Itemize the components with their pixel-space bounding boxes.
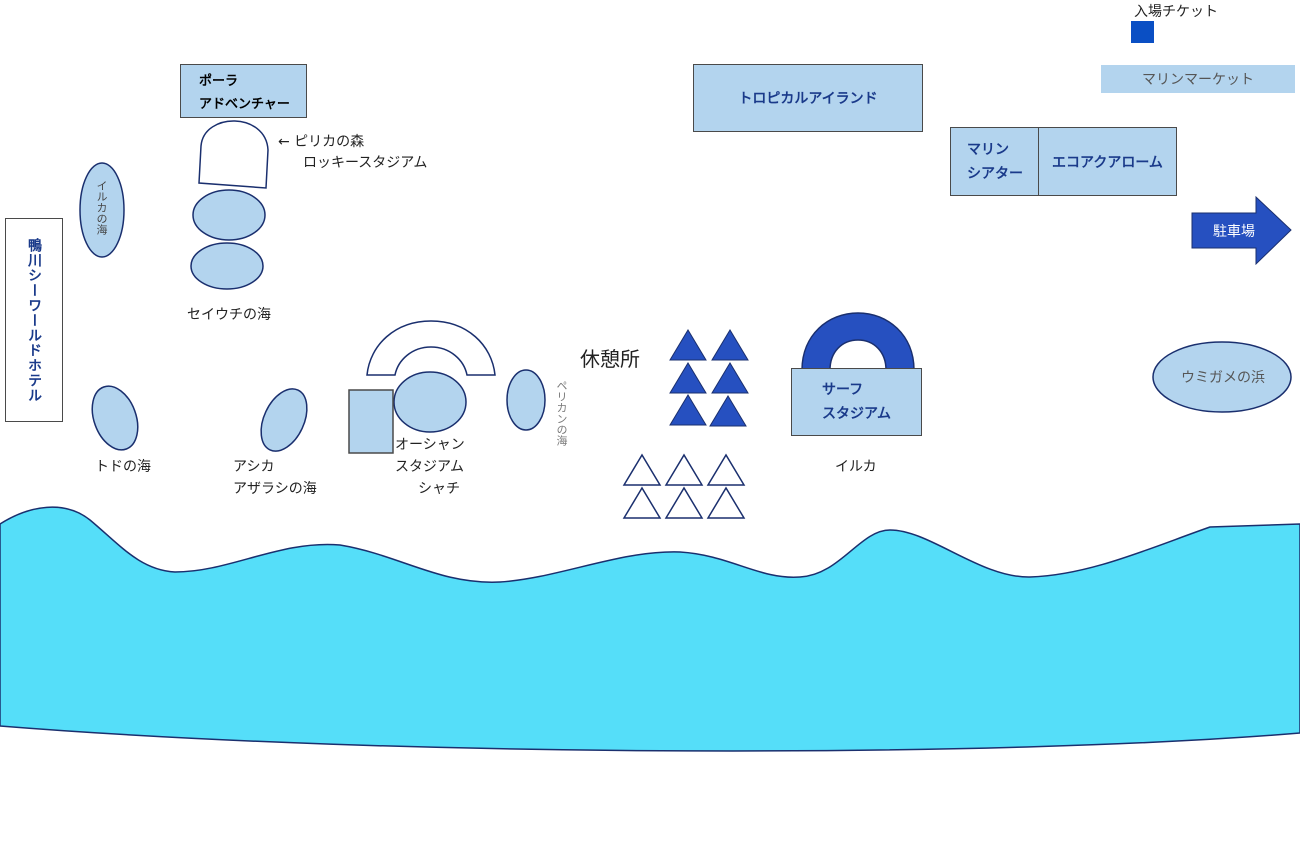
polar-label-line2: アドベンチャー	[199, 97, 290, 112]
iruka-label: イルカ	[835, 459, 877, 475]
ocean-stadium-pool[interactable]	[393, 371, 467, 433]
seat-triangle	[664, 486, 704, 519]
hotel-building[interactable]: 鴨川シーワールドホテル	[5, 218, 63, 422]
iruka-sea-pool[interactable]	[79, 162, 125, 258]
seiuchi-pool-1[interactable]	[192, 189, 266, 241]
eco-aquarome-label: エコアクアローム	[1052, 154, 1163, 171]
marine-theater-line1: マリン	[967, 142, 1009, 158]
rest-area-filled-seats	[669, 329, 749, 427]
polar-adventure-building[interactable]: ポーラ アドベンチャー	[180, 64, 307, 118]
seat-triangle	[711, 329, 749, 361]
surf-stadium-building[interactable]: サーフ スタジアム	[791, 368, 922, 436]
ocean-stadium-label-line2: スタジアム	[395, 459, 465, 475]
shachi-label: シャチ	[418, 481, 460, 497]
surf-stadium-stands[interactable]	[801, 312, 915, 371]
seat-triangle	[669, 394, 707, 426]
polar-label-line1: ポーラ	[199, 74, 239, 89]
parking-label: 駐車場	[1213, 224, 1255, 240]
rocky-stadium-label: ロッキースタジアム	[303, 155, 428, 171]
todo-sea-pool[interactable]	[84, 380, 146, 456]
todo-sea-label: トドの海	[95, 459, 151, 475]
ashika-pool[interactable]	[252, 382, 316, 459]
marine-market-building[interactable]: マリンマーケット	[1101, 65, 1295, 93]
surf-label-line2: スタジアム	[822, 406, 892, 422]
rocky-stadium-shape[interactable]	[198, 120, 269, 189]
seat-triangle	[711, 362, 749, 394]
seiuchi-pool-2[interactable]	[190, 242, 264, 290]
entrance-label: 入場チケット	[1134, 4, 1218, 20]
azarashi-sea-label: アザラシの海	[233, 481, 317, 497]
ocean-stadium-label-line1: オーシャン	[395, 437, 465, 453]
entrance-ticket-marker[interactable]	[1131, 21, 1154, 43]
seat-triangle	[622, 453, 662, 486]
seiuchi-sea-label: セイウチの海	[187, 307, 271, 323]
seat-triangle	[622, 486, 662, 519]
seat-triangle	[664, 453, 704, 486]
eco-aquarome-building[interactable]: エコアクアローム	[1038, 127, 1177, 196]
pelican-sea-label: ペリカンの海	[555, 380, 568, 446]
tropical-island-label: トロピカルアイランド	[738, 91, 878, 107]
seat-triangle	[709, 395, 747, 427]
seat-triangle	[706, 486, 746, 519]
shachi-tank[interactable]	[348, 389, 394, 454]
umigame-beach[interactable]	[1152, 341, 1292, 413]
marine-market-label: マリンマーケット	[1142, 72, 1254, 88]
rest-area-label: 休憩所	[580, 347, 640, 371]
hotel-label: 鴨川シーワールドホテル	[26, 237, 42, 403]
pelican-sea-pool[interactable]	[506, 369, 546, 431]
ashika-label: アシカ	[233, 459, 275, 475]
seat-triangle	[669, 329, 707, 361]
surf-label-line1: サーフ	[822, 382, 864, 398]
umigame-label: ウミガメの浜	[1181, 370, 1265, 386]
rest-area-outline-seats	[622, 453, 746, 519]
tropical-island-building[interactable]: トロピカルアイランド	[693, 64, 923, 132]
seat-triangle	[706, 453, 746, 486]
sea-area	[0, 506, 1300, 752]
iruka-sea-label: イルカの海	[95, 180, 108, 235]
pirika-forest-label: ← ピリカの森	[278, 134, 365, 150]
marine-theater-line2: シアター	[967, 166, 1023, 182]
seat-triangle	[669, 362, 707, 394]
marine-theater-building[interactable]: マリン シアター	[950, 127, 1040, 196]
ocean-stadium-stands[interactable]	[366, 320, 496, 376]
parking-arrow[interactable]	[1191, 195, 1292, 266]
